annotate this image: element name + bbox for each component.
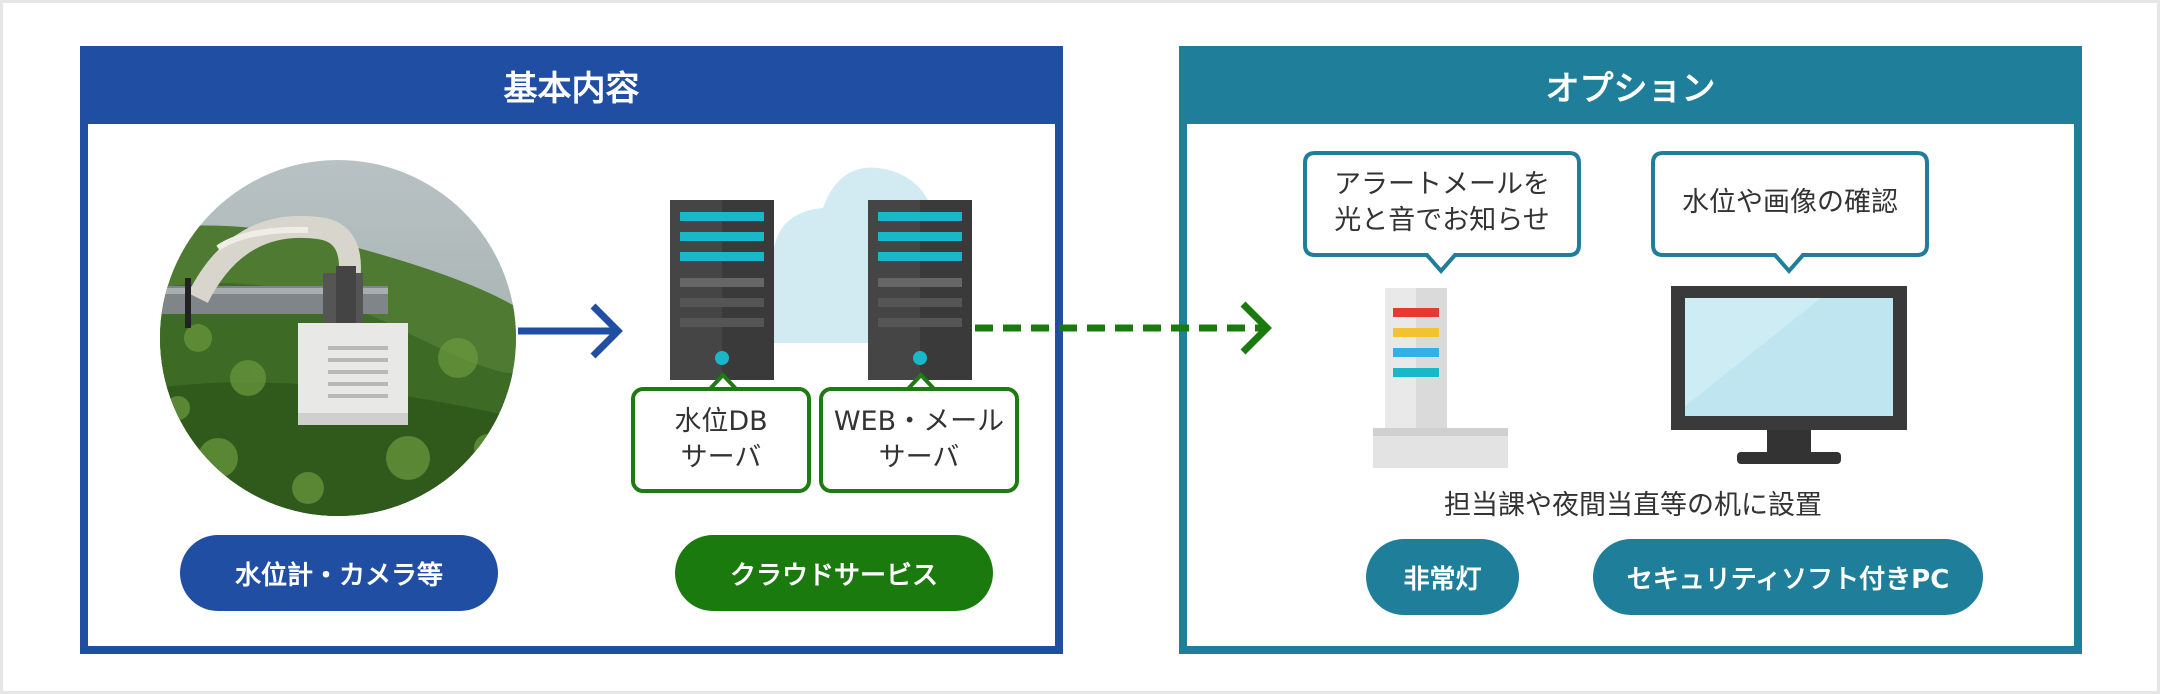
installation-caption: 担当課や夜間当直等の机に設置: [1444, 490, 1822, 521]
server-web-line1: WEB・メール: [833, 406, 1005, 437]
cloud-service-pill: クラウドサービス: [675, 535, 993, 611]
monitor-icon: [1671, 286, 1907, 464]
emergency-light-pill: 非常灯: [1366, 539, 1519, 615]
monitor-bubble-shape: [1651, 151, 1929, 275]
alert-bubble-line2: 光と音でお知らせ: [1334, 205, 1550, 236]
dashed-arrow-icon: [975, 301, 1272, 355]
water-level-sensor-photo: [160, 160, 516, 516]
monitor-bubble-text: 水位や画像の確認: [1653, 153, 1927, 253]
server-web-line2: サーバ: [878, 442, 960, 473]
server-icon: [670, 200, 774, 380]
alert-bubble-line1: アラートメールを: [1334, 169, 1550, 200]
option-title: オプション: [1545, 68, 1716, 109]
basic-content-title: 基本内容: [503, 68, 640, 109]
security-pc-pill: セキュリティソフト付きPC: [1593, 539, 1983, 615]
server-db-label: 水位DB サーバ: [631, 387, 811, 493]
alert-bubble-text: アラートメールを 光と音でお知らせ: [1305, 153, 1579, 253]
diagram-canvas: 基本内容 オプション: [3, 3, 2157, 691]
monitor-bubble-line1: 水位や画像の確認: [1682, 187, 1898, 218]
server-icon: [868, 200, 972, 380]
sensor-camera-pill: 水位計・カメラ等: [180, 535, 498, 611]
server-db-line1: 水位DB: [674, 406, 768, 437]
arrow-right-icon: [518, 303, 623, 359]
signal-tower-light-icon: [1373, 288, 1508, 468]
server-web-label: WEB・メール サーバ: [819, 387, 1019, 493]
server-db-line2: サーバ: [680, 442, 762, 473]
alert-bubble-shape: [1303, 151, 1581, 275]
